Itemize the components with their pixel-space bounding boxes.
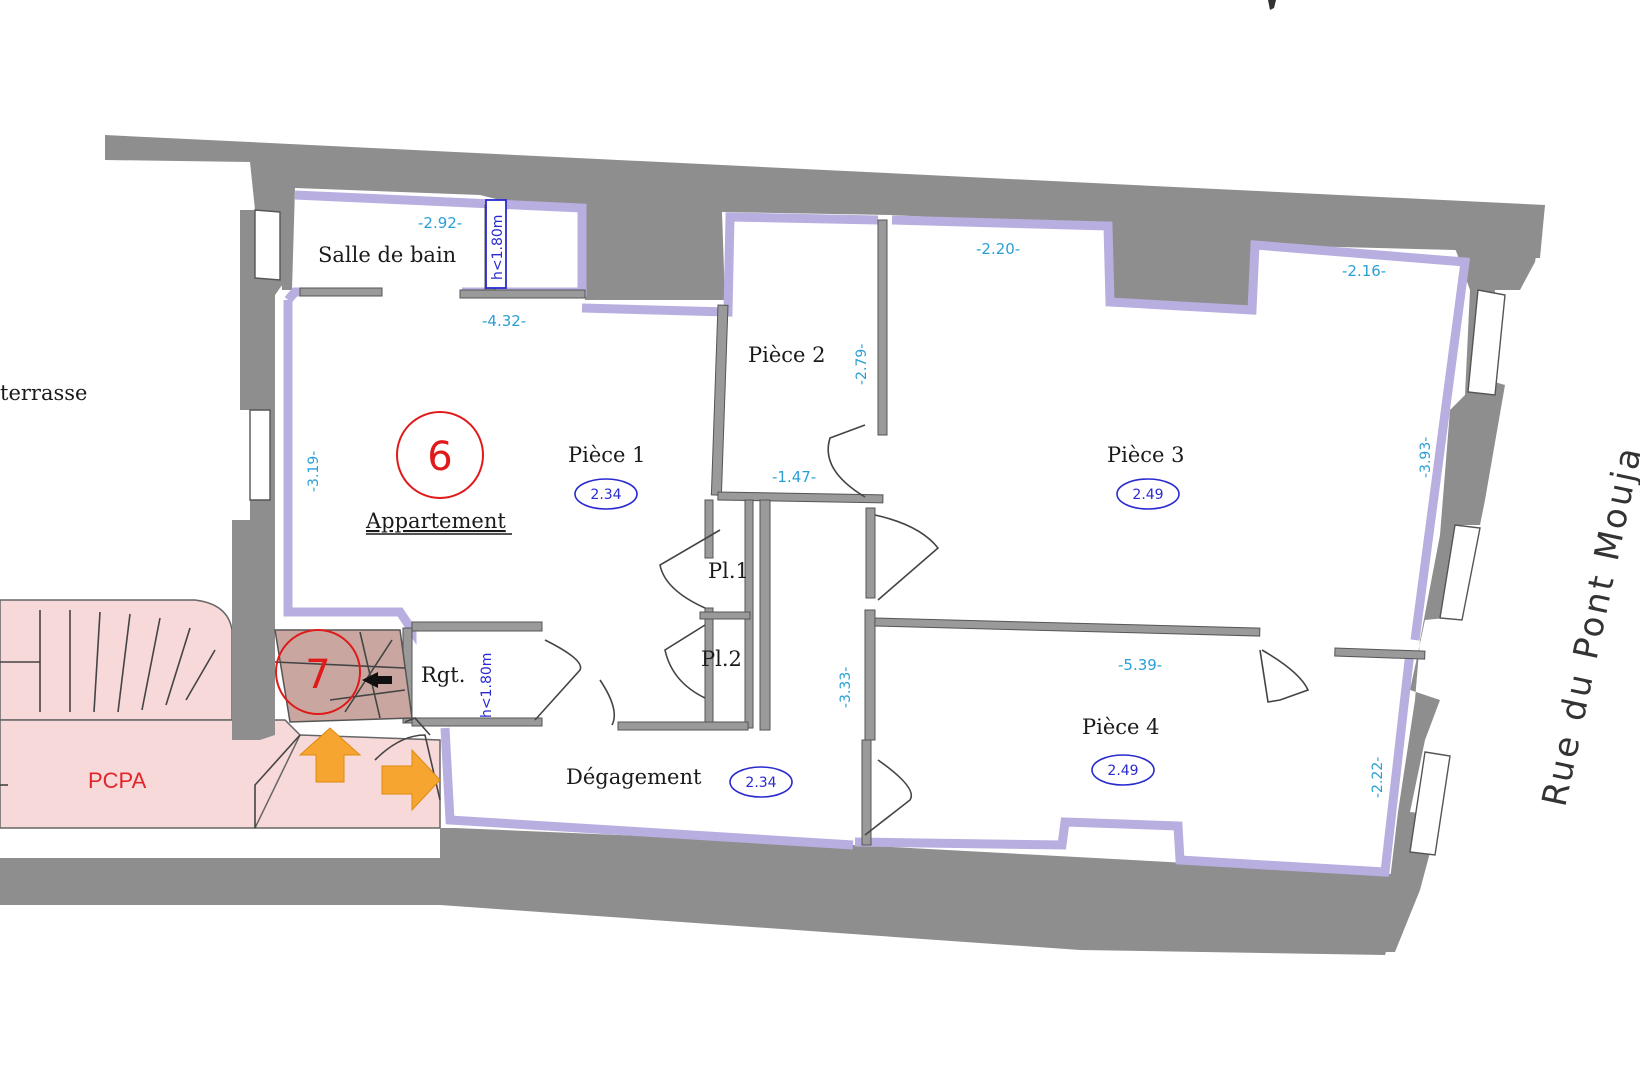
height-degagement: 2.34 [745, 775, 776, 791]
room-label-salle-de-bain: Salle de bain [318, 243, 456, 267]
dim-degagement-depth: -3.33- [838, 667, 854, 708]
dim-piece4-depth: -2.22- [1370, 757, 1386, 798]
height-piece-1: 2.34 [590, 487, 621, 503]
dimensions: -2.92- -4.32- -3.19- -2.79- -1.47- -2.20… [306, 214, 1434, 798]
room-label-degagement: Dégagement [566, 765, 702, 789]
dim-sdb-low-height: h<1.80m [490, 215, 506, 280]
dim-rgt-low-height: h<1.80m [479, 653, 495, 718]
entrance-arrows [298, 727, 441, 812]
room-label-piece-2: Pièce 2 [748, 343, 826, 367]
arrow-up-icon [298, 727, 362, 783]
marker-6-number: 6 [427, 434, 452, 480]
dim-piece2-width: -1.47- [772, 468, 816, 486]
terrace-label: terrasse [0, 381, 87, 405]
ceiling-heights: 2.34 2.49 2.49 2.34 [574, 478, 1180, 798]
dim-sdb-width: -2.92- [418, 214, 462, 232]
door-swings [254, 424, 1310, 836]
height-piece-4: 2.49 [1107, 763, 1138, 779]
room-labels: Salle de bain Pièce 1 Pièce 2 Pièce 3 Pi… [0, 243, 1185, 789]
room-label-piece-1: Pièce 1 [568, 443, 646, 467]
dim-piece2-depth: -2.79- [854, 344, 870, 385]
dim-piece3-width-right: -2.16- [1342, 262, 1386, 280]
common-area-label: PCPA [88, 768, 147, 793]
dim-piece3-depth: -3.93- [1418, 437, 1434, 478]
arrow-left-icon [362, 672, 392, 688]
arrow-right-icon [381, 748, 441, 812]
unit-marker-6: 6 [396, 411, 484, 499]
street-label: Rue du Pont Mouja [1535, 442, 1640, 810]
room-label-piece-4: Pièce 4 [1082, 715, 1160, 739]
interior-walls [274, 199, 1426, 846]
dim-piece1-width: -4.32- [482, 312, 526, 330]
height-piece-3: 2.49 [1132, 487, 1163, 503]
dim-piece3-width-left: -2.20- [976, 240, 1020, 258]
exterior-walls [0, 135, 1545, 955]
room-label-piece-3: Pièce 3 [1107, 443, 1185, 467]
room-label-pl2: Pl.2 [701, 647, 742, 671]
marker-7-number: 7 [305, 652, 330, 698]
room-label-pl1: Pl.1 [708, 559, 749, 583]
unit-label: Appartement [365, 509, 506, 533]
room-outlines [283, 190, 1471, 877]
room-label-rgt: Rgt. [421, 663, 465, 687]
unit-marker-7: 7 [275, 629, 392, 715]
common-area: PCPA [0, 599, 441, 829]
dim-piece4-width: -5.39- [1118, 656, 1162, 674]
top-fragment [1268, 0, 1276, 10]
dim-piece1-depth: -3.19- [306, 451, 322, 492]
